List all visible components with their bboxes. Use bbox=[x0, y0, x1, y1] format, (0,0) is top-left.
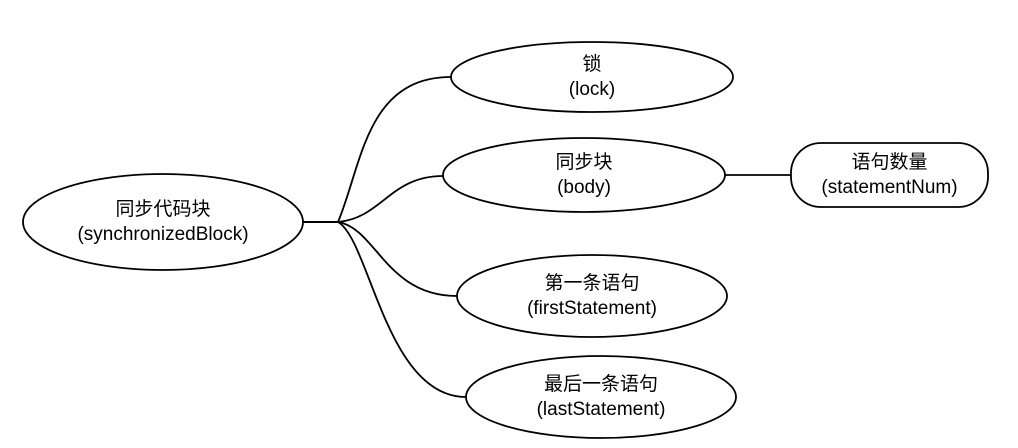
firststatement-node-shape bbox=[456, 254, 728, 338]
laststatement-node-shape bbox=[465, 355, 737, 439]
root-node-shape bbox=[22, 173, 304, 271]
connector-root-laststatement bbox=[303, 221, 467, 398]
lock-node-shape bbox=[450, 41, 734, 113]
body-node-shape bbox=[442, 137, 726, 213]
connector-root-body bbox=[303, 175, 444, 223]
connector-root-lock bbox=[303, 76, 452, 223]
statementnum-node-shape bbox=[790, 142, 989, 208]
connector-root-firststatement bbox=[303, 221, 458, 297]
